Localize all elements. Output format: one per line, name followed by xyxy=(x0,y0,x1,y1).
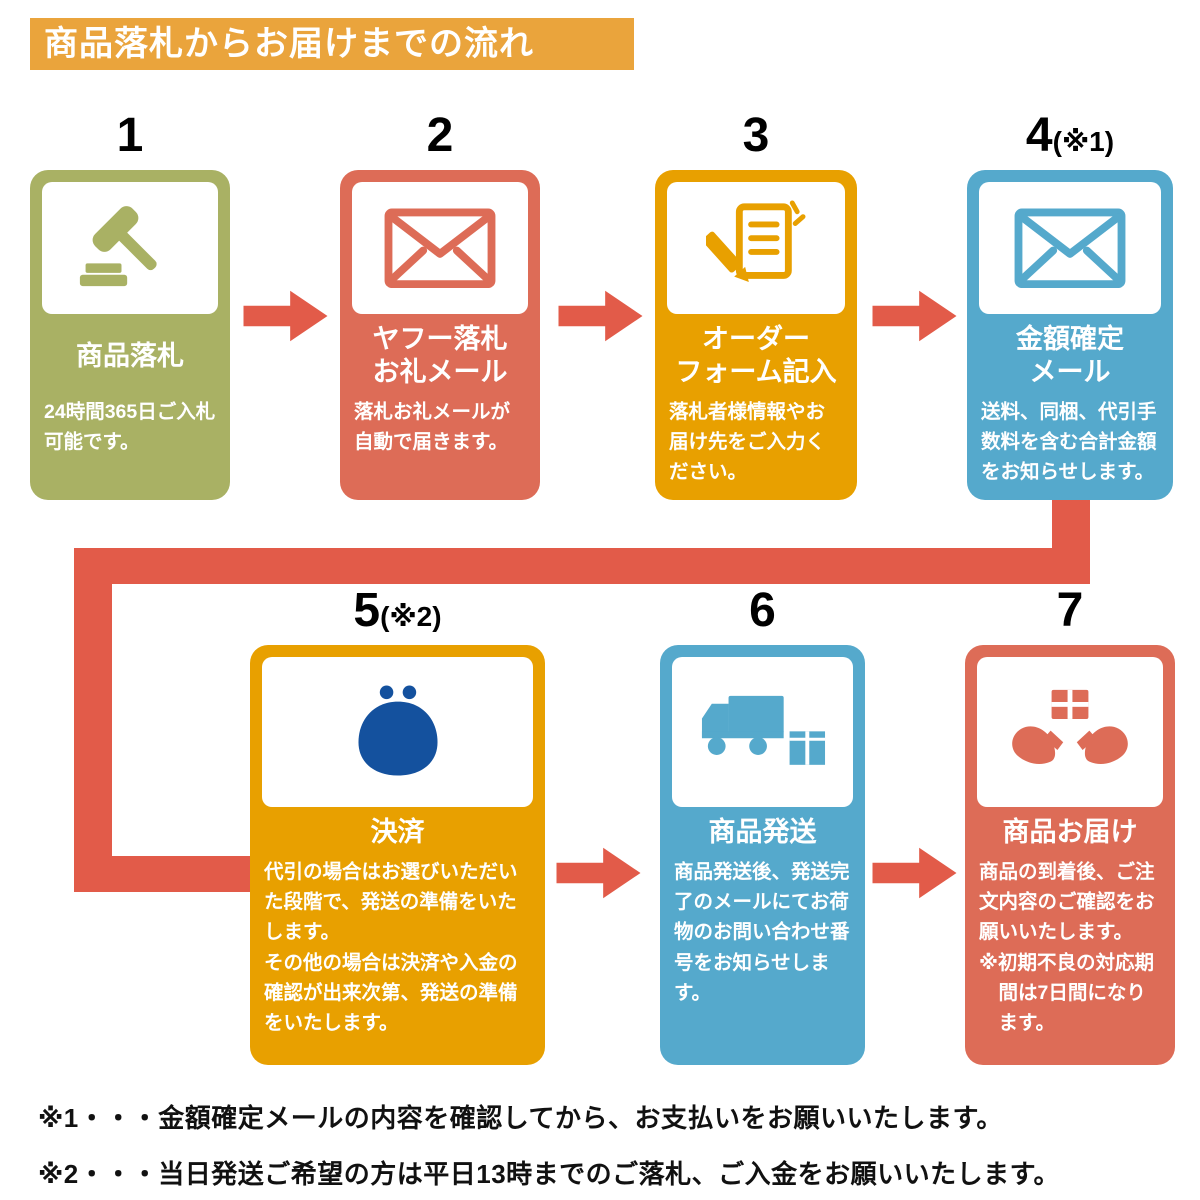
step-number-main: 5 xyxy=(353,584,381,637)
hands-package-icon xyxy=(1012,689,1128,764)
step-card-4: 金額確定 メール 送料、同梱、代引手数料を含む合計金額をお知らせします。 xyxy=(967,170,1173,500)
icon-panel xyxy=(672,657,853,807)
step-number-main: 1 xyxy=(116,109,144,162)
icon-panel xyxy=(352,182,528,314)
order-form-icon xyxy=(706,200,806,282)
step-number-main: 2 xyxy=(426,109,454,162)
icon-panel xyxy=(42,182,218,314)
step-desc-line: 送料、同梱、代引手数料を含む合計金額をお知らせします。 xyxy=(981,401,1157,484)
step-title-line: 決済 xyxy=(370,817,425,847)
flow-connector-into-step5 xyxy=(74,856,256,892)
step-desc-line: 落札者様情報やお届け先をご入力ください。 xyxy=(669,401,826,484)
step-title: 金額確定 メール xyxy=(979,323,1161,389)
step-desc: 代引の場合はお選びいただいた段階で、発送の準備をいたします。 その他の場合は決済… xyxy=(262,857,533,1038)
step-title: 商品発送 xyxy=(672,816,853,849)
step-desc-note: ※初期不良の対応期間は7日間になります。 xyxy=(979,951,1154,1035)
step-number-1: 1 xyxy=(30,112,230,160)
mail-icon xyxy=(1014,208,1126,288)
flow-connector-left-down xyxy=(74,548,112,892)
step-title-line: メール xyxy=(1029,357,1111,387)
step-number-3: 3 xyxy=(655,112,857,160)
footnote-1: ※1・・・金額確定メールの内容を確認してから、お支払いをお願いいたします。 xyxy=(38,1103,1003,1133)
step-number-6: 6 xyxy=(660,587,865,635)
step-number-main: 4 xyxy=(1025,109,1053,162)
step-title: 商品お届け xyxy=(977,816,1163,849)
gavel-icon xyxy=(79,205,157,286)
arrow-right-icon xyxy=(872,290,957,342)
arrow-right-icon xyxy=(872,847,957,899)
step-card-2: ヤフー落札 お礼メール 落札お礼メールが自動で届きます。 xyxy=(340,170,540,500)
step-desc-line: 商品の到着後、ご注文内容のご確認をお願いいたします。 xyxy=(979,860,1155,944)
step-desc: 商品の到着後、ご注文内容のご確認をお願いいたします。 ※初期不良の対応期間は7日… xyxy=(977,857,1163,1038)
step-card-7: 商品お届け 商品の到着後、ご注文内容のご確認をお願いいたします。 ※初期不良の対… xyxy=(965,645,1175,1065)
step-desc-line: その他の場合は決済や入金の確認が出来次第、発送の準備をいたします。 xyxy=(264,951,518,1035)
step-title-line: オーダー xyxy=(702,324,810,355)
step-title-line: フォーム記入 xyxy=(675,357,837,387)
step-number-2: 2 xyxy=(340,112,540,160)
step-card-5: 決済 代引の場合はお選びいただいた段階で、発送の準備をいたします。 その他の場合… xyxy=(250,645,545,1065)
page-title: 商品落札からお届けまでの流れ xyxy=(30,18,634,70)
icon-panel xyxy=(262,657,533,807)
step-title-line: 商品お届け xyxy=(1002,817,1138,847)
icon-panel xyxy=(977,657,1163,807)
step-card-1: 商品落札 24時間365日ご入札可能です。 xyxy=(30,170,230,500)
step-desc: 落札お礼メールが自動で届きます。 xyxy=(352,397,528,457)
step-title: ヤフー落札 お礼メール xyxy=(352,323,528,389)
step-title-line: 金額確定 xyxy=(1016,324,1124,355)
step-desc-line: 代引の場合はお選びいただいた段階で、発送の準備をいたします。 xyxy=(264,860,518,944)
step-number-suffix: (※2) xyxy=(380,601,442,632)
step-title-line: ヤフー落札 xyxy=(372,324,508,355)
step-title: 商品落札 xyxy=(42,323,218,389)
step-number-main: 6 xyxy=(749,584,776,637)
step-desc: 送料、同梱、代引手数料を含む合計金額をお知らせします。 xyxy=(979,397,1161,488)
step-desc-line: 24時間365日ご入札可能です。 xyxy=(44,401,216,454)
step-number-5: 5(※2) xyxy=(250,587,545,635)
step-desc: 24時間365日ご入札可能です。 xyxy=(42,397,218,457)
step-number-main: 3 xyxy=(742,109,770,162)
step-desc: 落札者様情報やお届け先をご入力ください。 xyxy=(667,397,845,488)
mail-icon xyxy=(384,208,496,288)
step-desc-line: 商品発送後、発送完了のメールにてお荷物のお問い合わせ番号をお知らせします。 xyxy=(674,860,850,1004)
icon-panel xyxy=(667,182,845,314)
step-number-7: 7 xyxy=(965,587,1175,635)
step-card-6: 商品発送 商品発送後、発送完了のメールにてお荷物のお問い合わせ番号をお知らせしま… xyxy=(660,645,865,1065)
step-title-line: お礼メール xyxy=(372,357,508,387)
step-desc-line: 落札お礼メールが自動で届きます。 xyxy=(354,401,511,454)
arrow-right-icon xyxy=(558,290,643,342)
icon-panel xyxy=(979,182,1161,314)
step-number-4: 4(※1) xyxy=(967,112,1173,160)
step-number-suffix: (※1) xyxy=(1052,126,1115,157)
arrow-right-icon xyxy=(243,290,328,342)
step-number-main: 7 xyxy=(1056,584,1084,637)
step-title-line: 商品発送 xyxy=(708,817,817,847)
arrow-right-icon xyxy=(556,847,641,899)
step-title-line: 商品落札 xyxy=(76,340,184,371)
delivery-truck-icon xyxy=(701,696,825,765)
step-card-3: オーダー フォーム記入 落札者様情報やお届け先をご入力ください。 xyxy=(655,170,857,500)
footnote-2: ※2・・・当日発送ご希望の方は平日13時までのご落札、ご入金をお願いいたします。 xyxy=(38,1159,1061,1189)
coin-purse-icon xyxy=(357,685,438,776)
step-desc: 商品発送後、発送完了のメールにてお荷物のお問い合わせ番号をお知らせします。 xyxy=(672,857,853,1008)
step-title: オーダー フォーム記入 xyxy=(667,323,845,389)
flow-connector-across xyxy=(74,548,1090,584)
step-title: 決済 xyxy=(262,816,533,849)
